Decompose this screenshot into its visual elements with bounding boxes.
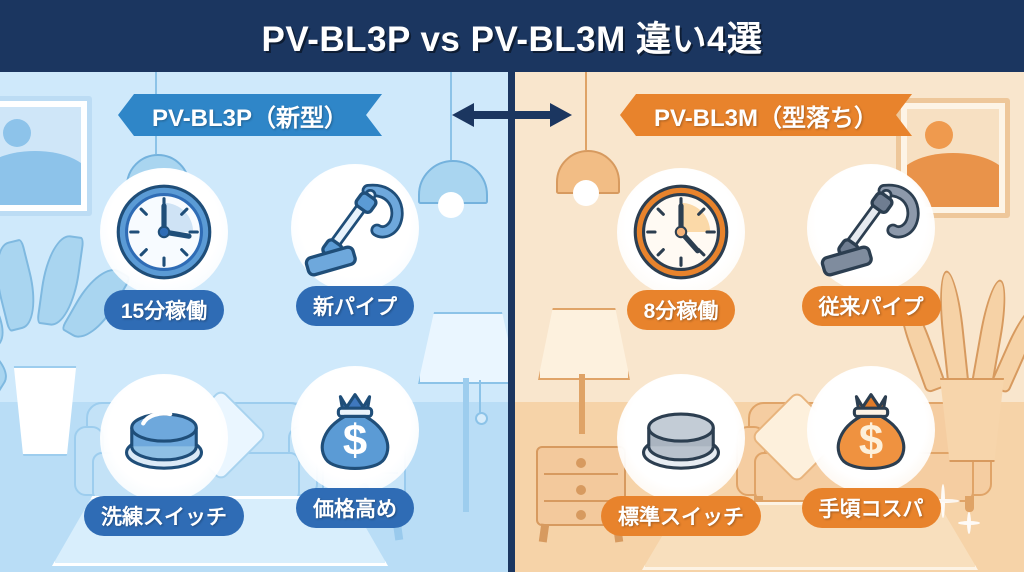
vacuum-icon-svg (304, 183, 404, 277)
pendant-lamp-2 (418, 72, 488, 228)
svg-text:$: $ (859, 416, 883, 465)
feature-cell-right-3[interactable]: 標準スイッチ (601, 374, 761, 536)
double-arrow-icon (452, 103, 572, 127)
model-badge-label: PV-BL3P（新型） (152, 104, 349, 132)
clock-icon-svg (633, 184, 729, 280)
lamp-shade (418, 312, 512, 384)
feature-cell-left-3[interactable]: 洗練スイッチ (84, 374, 244, 536)
wall-picture-frame (0, 96, 92, 216)
lamp-cord (585, 72, 587, 150)
model-badge-left: PV-BL3P（新型） (118, 94, 382, 136)
potted-plant (0, 232, 132, 456)
model-badge-label: PV-BL3M（型落ち） (654, 104, 879, 132)
panel-divider (508, 72, 515, 572)
money-bag-icon-svg: $ (320, 393, 390, 470)
money-bag-icon: $ (291, 366, 419, 494)
drawer-line (544, 500, 618, 502)
clock-icon (617, 168, 745, 296)
feature-cell-left-1[interactable]: 15分稼働 (89, 168, 239, 330)
feature-label: 手頃コスパ (801, 488, 941, 528)
vacuum-icon-svg (820, 183, 920, 277)
feature-label: 新パイプ (296, 286, 414, 326)
power-button-icon (100, 374, 228, 502)
power-button-icon-svg (642, 412, 720, 470)
power-button-icon (617, 374, 745, 502)
power-button-icon-svg (125, 411, 203, 470)
money-bag-icon: $ (807, 366, 935, 494)
clock-icon (100, 168, 228, 296)
potted-plant (892, 269, 1024, 462)
feature-label: 15分稼働 (103, 290, 225, 330)
room-illustration-left (0, 72, 512, 572)
title-banner: PV-BL3P vs PV-BL3M 違い4選 (0, 0, 1024, 72)
lamp-bulb (573, 180, 599, 206)
floor-lamp (418, 312, 512, 512)
feature-label: 8分稼働 (626, 290, 736, 330)
svg-text:$: $ (343, 416, 367, 465)
sparkle-icon (958, 512, 980, 534)
feature-label: 価格高め (296, 488, 414, 528)
plant-pot (940, 378, 1004, 462)
comparison-panel-left: PV-BL3P（新型） (0, 72, 512, 572)
drawer-knob (576, 458, 586, 468)
feature-label: 標準スイッチ (601, 496, 761, 536)
model-badge-right: PV-BL3M（型落ち） (620, 94, 912, 136)
sofa-leg (965, 496, 974, 512)
page-title: PV-BL3P vs PV-BL3M 違い4選 (261, 19, 763, 59)
room-illustration-right (512, 72, 1024, 572)
feature-cell-right-2[interactable]: 従来パイプ (796, 164, 946, 326)
lamp-cord (450, 72, 452, 160)
drawer-knob (576, 510, 586, 520)
comparison-panel-right: PV-BL3M（型落ち） (512, 72, 1024, 572)
drawer-knob (576, 485, 586, 495)
drawer-line (544, 473, 618, 475)
picture-art (0, 107, 81, 205)
lamp-pole (579, 374, 585, 434)
sparkle-icon (926, 484, 960, 518)
lamp-pole (463, 378, 469, 512)
hill-front (0, 151, 81, 205)
feature-label: 洗練スイッチ (84, 496, 244, 536)
sun-shape (925, 121, 953, 149)
lamp-bulb (438, 192, 464, 218)
feature-label: 従来パイプ (801, 286, 941, 326)
plant-pot (13, 366, 77, 456)
vacuum-icon (291, 164, 419, 292)
lamp-pull-ball (475, 412, 489, 425)
clock-icon-svg (116, 184, 212, 280)
feature-cell-right-4[interactable]: $ 手頃コスパ (796, 366, 946, 528)
feature-cell-left-4[interactable]: $ 価格高め (280, 366, 430, 528)
feature-cell-right-1[interactable]: 8分稼働 (606, 168, 756, 330)
lamp-pull-cord (479, 380, 481, 414)
vacuum-icon (807, 164, 935, 292)
feature-cell-left-2[interactable]: 新パイプ (280, 164, 430, 326)
comparison-arrow (452, 100, 572, 130)
pendant-lamp (556, 72, 620, 218)
sun-shape (3, 119, 31, 147)
money-bag-icon-svg: $ (836, 393, 906, 470)
